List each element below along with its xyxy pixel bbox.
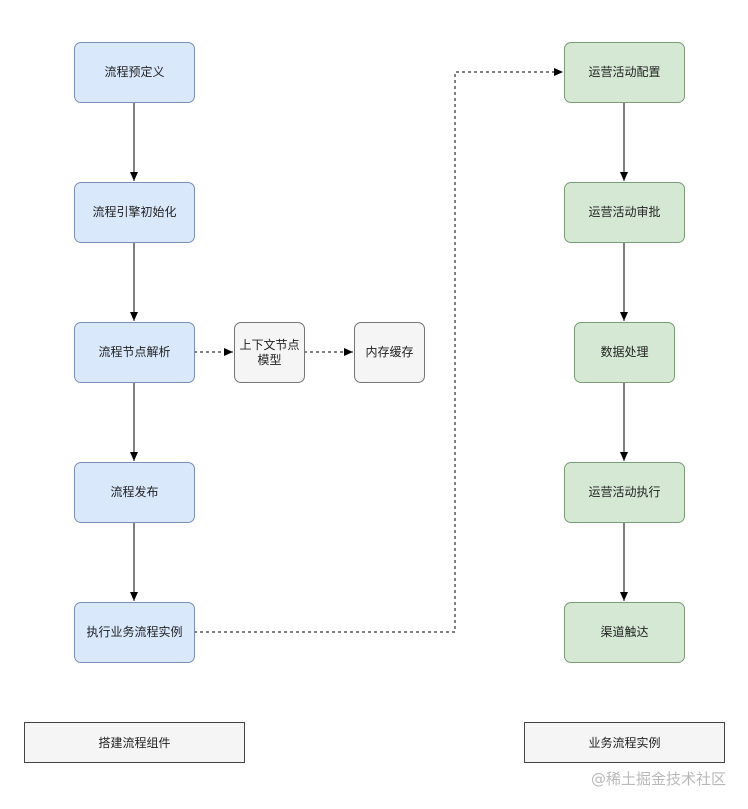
- node-ops-execution[interactable]: 运营活动执行: [564, 462, 685, 523]
- node-label: 数据处理: [600, 345, 649, 359]
- node-ops-config[interactable]: 运营活动配置: [564, 42, 685, 103]
- caption-right-text: 业务流程实例: [588, 736, 661, 750]
- node-label: 运营活动审批: [588, 205, 661, 219]
- node-process-publish[interactable]: 流程发布: [74, 462, 195, 523]
- node-node-parse[interactable]: 流程节点解析: [74, 322, 195, 383]
- node-label: 渠道触达: [600, 625, 649, 639]
- caption-right: 业务流程实例: [524, 722, 725, 763]
- caption-left-text: 搭建流程组件: [98, 736, 171, 750]
- node-engine-init[interactable]: 流程引擎初始化: [74, 182, 195, 243]
- node-channel-reach[interactable]: 渠道触达: [564, 602, 685, 663]
- watermark: @稀土掘金技术社区: [590, 770, 726, 788]
- node-execute-instance[interactable]: 执行业务流程实例: [74, 602, 195, 663]
- node-label: 运营活动配置: [588, 65, 661, 79]
- node-label: 执行业务流程实例: [86, 625, 183, 639]
- node-label: 上下文节点模型: [239, 337, 300, 367]
- node-label: 内存缓存: [365, 345, 414, 359]
- node-label: 流程发布: [110, 485, 159, 499]
- node-label: 流程节点解析: [98, 345, 171, 359]
- node-process-predefine[interactable]: 流程预定义: [74, 42, 195, 103]
- node-context-model[interactable]: 上下文节点模型: [234, 322, 305, 383]
- edge-execute-to-config: [194, 68, 563, 633]
- node-data-processing[interactable]: 数据处理: [574, 322, 675, 383]
- node-label: 流程预定义: [104, 65, 165, 79]
- node-label: 运营活动执行: [588, 485, 661, 499]
- node-ops-approval[interactable]: 运营活动审批: [564, 182, 685, 243]
- node-memory-cache[interactable]: 内存缓存: [354, 322, 425, 383]
- node-label: 流程引擎初始化: [92, 205, 177, 219]
- caption-left: 搭建流程组件: [24, 722, 245, 763]
